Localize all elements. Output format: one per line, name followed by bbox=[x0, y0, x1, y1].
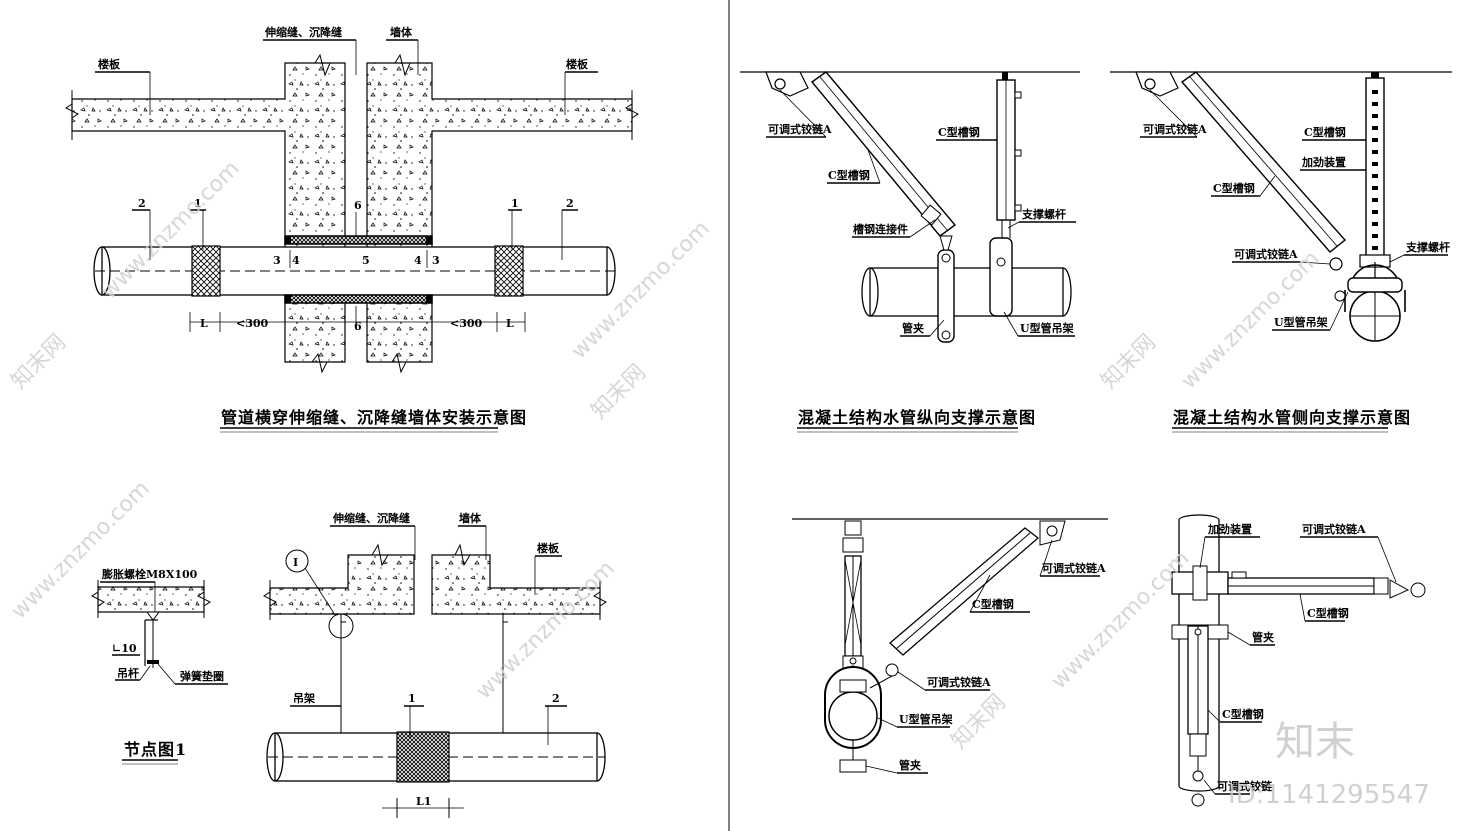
dim-L-left: L bbox=[200, 317, 208, 330]
expansion-joint-label: 伸缩缝、沉降缝 bbox=[332, 511, 410, 525]
c-channel-label-vertical: C型槽钢 bbox=[1222, 707, 1264, 721]
angle-steel-label: ∟10 bbox=[112, 642, 137, 655]
u-hanger-label: U型管吊架 bbox=[1020, 321, 1074, 335]
callout-2-right: 2 bbox=[566, 197, 574, 210]
floor-slab-label-right: 楼板 bbox=[566, 57, 589, 71]
hinge-label: 可调式铰链A bbox=[1302, 522, 1366, 536]
panel-4-title: 节点图1 bbox=[124, 740, 187, 759]
hanger-rod-label: 吊杆 bbox=[117, 666, 139, 680]
dim-L1: L1 bbox=[416, 795, 431, 808]
spring-washer-label: 弹簧垫圈 bbox=[180, 669, 224, 683]
expansion-bolt-label: 膨胀螺栓M8X100 bbox=[101, 567, 198, 581]
callout-2: 2 bbox=[552, 692, 560, 705]
dim-lt300-left: <300 bbox=[236, 317, 269, 330]
watermark-id: ID:1141295547 bbox=[1228, 780, 1430, 810]
hinge-label-bottom: 可调式铰链A bbox=[927, 675, 991, 689]
panel-6-hanger-support: 可调式铰链A C型槽钢 可调式铰链A U型管吊架 管夹 bbox=[792, 518, 1108, 774]
panel-1-wall-crossing: 楼板 楼板 伸缩缝、沉降缝 墙体 2 1 1 2 6 3 4 5 4 3 6 L… bbox=[65, 25, 639, 433]
hinge-label: 可调式铰链A bbox=[768, 122, 832, 136]
watermark-cn-1: 知末网 bbox=[7, 330, 71, 394]
hinge-label-bottom: 可调式铰链 bbox=[1217, 779, 1273, 793]
panel-7-vertical-pipe-support: 加劲装置 可调式铰链A C型槽钢 管夹 C型槽钢 可调式铰链 bbox=[1171, 514, 1426, 807]
callout-5: 5 bbox=[362, 254, 370, 267]
panel-3-title: 混凝土结构水管侧向支撑示意图 bbox=[1173, 408, 1411, 427]
hanger-label: 吊架 bbox=[293, 691, 315, 705]
watermark-cn-3: 知末网 bbox=[1097, 330, 1161, 394]
dim-lt300-right: <300 bbox=[450, 317, 483, 330]
u-hanger-label: U型管吊架 bbox=[1274, 315, 1328, 329]
wall-label: 墙体 bbox=[390, 25, 413, 39]
floor-label: 楼板 bbox=[537, 541, 560, 555]
callout-6-top: 6 bbox=[354, 199, 362, 212]
panel-2-longitudinal-support: 可调式铰链A C型槽钢 槽钢连接件 C型槽钢 支撑螺杆 管夹 U型管吊架 混凝土… bbox=[740, 71, 1080, 433]
channel-connector-label: 槽钢连接件 bbox=[853, 222, 908, 236]
callout-1-right: 1 bbox=[511, 197, 519, 210]
hinge-label-top: 可调式铰链A bbox=[1042, 561, 1106, 575]
callout-4-left: 4 bbox=[292, 254, 300, 267]
hinge-label-bottom: 可调式铰链A bbox=[1234, 247, 1298, 261]
floor-slab-label-left: 楼板 bbox=[98, 57, 121, 71]
callout-6-bottom: 6 bbox=[354, 320, 362, 333]
c-channel-label-diagonal: C型槽钢 bbox=[828, 168, 870, 182]
pipe-clamp-label: 管夹 bbox=[899, 758, 921, 772]
stiffener-label: 加劲装置 bbox=[1301, 155, 1346, 169]
expansion-joint-label: 伸缩缝、沉降缝 bbox=[264, 25, 342, 39]
channel-slot-holes bbox=[1372, 90, 1378, 250]
c-channel-label-vertical: C型槽钢 bbox=[1304, 125, 1346, 139]
pipe-clamp-label: 管夹 bbox=[902, 321, 924, 335]
watermark-site-5: www.znzmo.com bbox=[472, 556, 620, 704]
stiffener-label: 加劲装置 bbox=[1207, 522, 1252, 536]
wall-label: 墙体 bbox=[459, 511, 482, 525]
callout-3-left: 3 bbox=[273, 254, 281, 267]
dim-L-right: L bbox=[506, 317, 514, 330]
callout-1: 1 bbox=[408, 692, 416, 705]
panel-1-title: 管道横穿伸缩缝、沉降缝墙体安装示意图 bbox=[221, 408, 527, 427]
support-rod-label: 支撑螺杆 bbox=[1021, 207, 1066, 221]
panel-2-title: 混凝土结构水管纵向支撑示意图 bbox=[798, 408, 1036, 427]
c-channel-label-vertical: C型槽钢 bbox=[938, 125, 980, 139]
watermark-brand: 知末 bbox=[1275, 719, 1355, 765]
callout-3-right: 3 bbox=[432, 254, 440, 267]
callout-2-left: 2 bbox=[138, 197, 146, 210]
c-channel-label-diagonal: C型槽钢 bbox=[1213, 181, 1255, 195]
c-channel-label-horizontal: C型槽钢 bbox=[1307, 606, 1349, 620]
callout-1-left: 1 bbox=[194, 197, 202, 210]
c-channel-label: C型槽钢 bbox=[972, 597, 1014, 611]
hinge-label-top: 可调式铰链A bbox=[1143, 122, 1207, 136]
u-hanger-label: U型管吊架 bbox=[899, 712, 953, 726]
watermark-cn-4: 知末网 bbox=[947, 690, 1011, 754]
panel-4-node-detail: 膨胀螺栓M8X100 ∟10 吊杆 弹簧垫圈 节点图1 bbox=[91, 567, 228, 765]
callout-4-right: 4 bbox=[414, 254, 422, 267]
panel-3-lateral-support: 可调式铰链A C型槽钢 加劲装置 C型槽钢 支撑螺杆 可调式铰链A U型管吊架 … bbox=[1110, 71, 1452, 433]
node-marker-label: I bbox=[293, 556, 298, 569]
support-rod-label: 支撑螺杆 bbox=[1405, 240, 1450, 254]
panel-5-pipe-under-joint: 伸缩缝、沉降缝 墙体 楼板 I 吊架 1 2 L1 bbox=[263, 511, 607, 818]
pipe-clamp-label: 管夹 bbox=[1252, 630, 1274, 644]
watermark-cn-2: 知末网 bbox=[587, 360, 651, 424]
